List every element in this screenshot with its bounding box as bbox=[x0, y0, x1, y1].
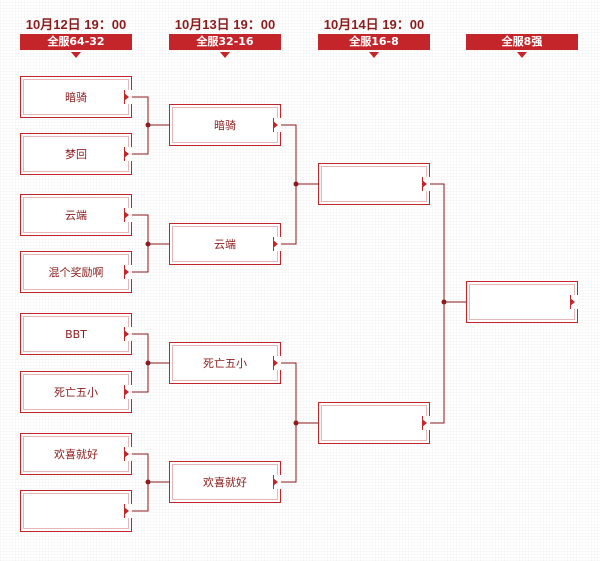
team-name: BBT bbox=[65, 327, 87, 341]
r3-slot-1[interactable] bbox=[318, 163, 430, 205]
notch-arrow-icon bbox=[273, 118, 281, 132]
notch-arrow-icon bbox=[124, 208, 132, 222]
notch-arrow-icon bbox=[422, 177, 430, 191]
notch-arrow-icon bbox=[570, 295, 578, 309]
r1-slot-4[interactable]: 混个奖励啊 bbox=[20, 251, 132, 293]
r1-slot-3[interactable]: 云端 bbox=[20, 194, 132, 236]
notch-arrow-icon bbox=[273, 356, 281, 370]
round-3-banner: 全服16-8 bbox=[318, 34, 430, 58]
r1-slot-1[interactable]: 暗骑 bbox=[20, 76, 132, 118]
round-4-banner: 全服8强 bbox=[466, 34, 578, 58]
notch-arrow-icon bbox=[124, 327, 132, 341]
round-3-date: 10月14日 19：00 bbox=[323, 17, 425, 32]
notch-arrow-icon bbox=[124, 385, 132, 399]
final-slot[interactable] bbox=[466, 281, 578, 323]
round-2-date: 10月13日 19：00 bbox=[174, 17, 276, 32]
r3-slot-2[interactable] bbox=[318, 402, 430, 444]
r1-slot-2[interactable]: 梦回 bbox=[20, 133, 132, 175]
team-name: 暗骑 bbox=[65, 91, 87, 104]
notch-arrow-icon bbox=[124, 447, 132, 461]
notch-arrow-icon bbox=[124, 504, 132, 518]
round-2-banner: 全服32-16 bbox=[169, 34, 281, 58]
r1-slot-5[interactable]: BBT bbox=[20, 313, 132, 355]
team-name: 欢喜就好 bbox=[54, 448, 98, 461]
team-name: 暗骑 bbox=[214, 119, 236, 132]
r1-slot-6[interactable]: 死亡五小 bbox=[20, 371, 132, 413]
team-name: 梦回 bbox=[65, 148, 87, 161]
team-name: 混个奖励啊 bbox=[48, 266, 104, 279]
r2-slot-4[interactable]: 欢喜就好 bbox=[169, 461, 281, 503]
notch-arrow-icon bbox=[124, 90, 132, 104]
round-1-date: 10月12日 19：00 bbox=[25, 17, 127, 32]
r2-slot-2[interactable]: 云端 bbox=[169, 223, 281, 265]
r1-slot-8[interactable] bbox=[20, 490, 132, 532]
team-name: 死亡五小 bbox=[203, 357, 247, 370]
round-1-banner: 全服64-32 bbox=[20, 34, 132, 58]
team-name: 欢喜就好 bbox=[203, 476, 247, 489]
notch-arrow-icon bbox=[273, 475, 281, 489]
r2-slot-3[interactable]: 死亡五小 bbox=[169, 342, 281, 384]
team-name: 死亡五小 bbox=[54, 386, 98, 399]
team-name: 云端 bbox=[214, 238, 236, 251]
notch-arrow-icon bbox=[273, 237, 281, 251]
r1-slot-7[interactable]: 欢喜就好 bbox=[20, 433, 132, 475]
r2-slot-1[interactable]: 暗骑 bbox=[169, 104, 281, 146]
team-name: 云端 bbox=[65, 209, 87, 222]
notch-arrow-icon bbox=[124, 265, 132, 279]
notch-arrow-icon bbox=[422, 416, 430, 430]
notch-arrow-icon bbox=[124, 147, 132, 161]
